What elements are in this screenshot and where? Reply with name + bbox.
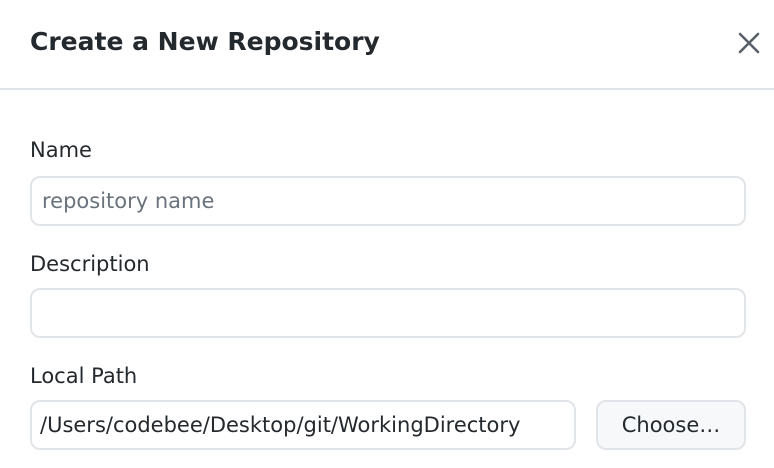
local-path-label: Local Path [30, 364, 138, 388]
dialog-title: Create a New Repository [30, 27, 380, 56]
local-path-input[interactable] [30, 400, 576, 450]
name-label: Name [30, 138, 92, 162]
description-label: Description [30, 252, 150, 276]
close-icon[interactable] [732, 26, 766, 60]
description-input[interactable] [30, 288, 746, 338]
dialog-header: Create a New Repository [0, 0, 774, 90]
name-input[interactable] [30, 176, 746, 226]
choose-button[interactable]: Choose… [596, 400, 746, 450]
